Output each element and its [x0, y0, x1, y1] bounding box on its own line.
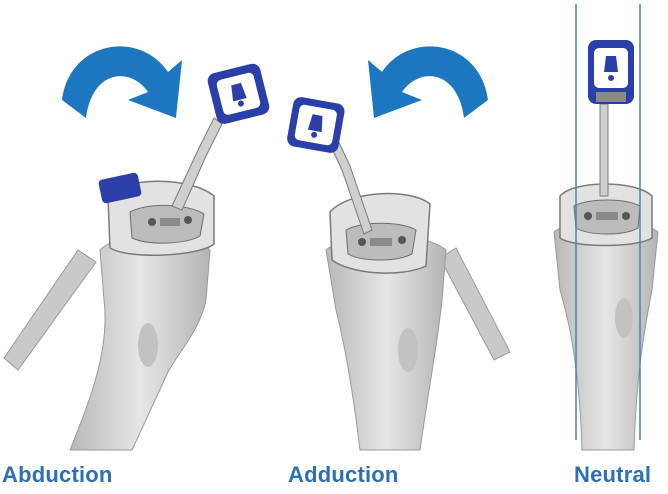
alignment-device-icon [98, 62, 271, 255]
curved-arrow-icon [62, 46, 182, 118]
neutral-label: Neutral [574, 462, 651, 490]
adduction-panel [270, 0, 530, 460]
knee-bone-icon [554, 222, 658, 451]
neutral-panel [540, 0, 668, 460]
abduction-label: Abduction [2, 462, 113, 490]
curved-arrow-icon [368, 46, 488, 118]
abduction-panel [0, 0, 290, 460]
alignment-device-icon [560, 40, 652, 246]
alignment-device-icon [286, 96, 430, 273]
fibula [4, 250, 96, 370]
fibula [440, 248, 510, 360]
adduction-label: Adduction [288, 462, 399, 490]
